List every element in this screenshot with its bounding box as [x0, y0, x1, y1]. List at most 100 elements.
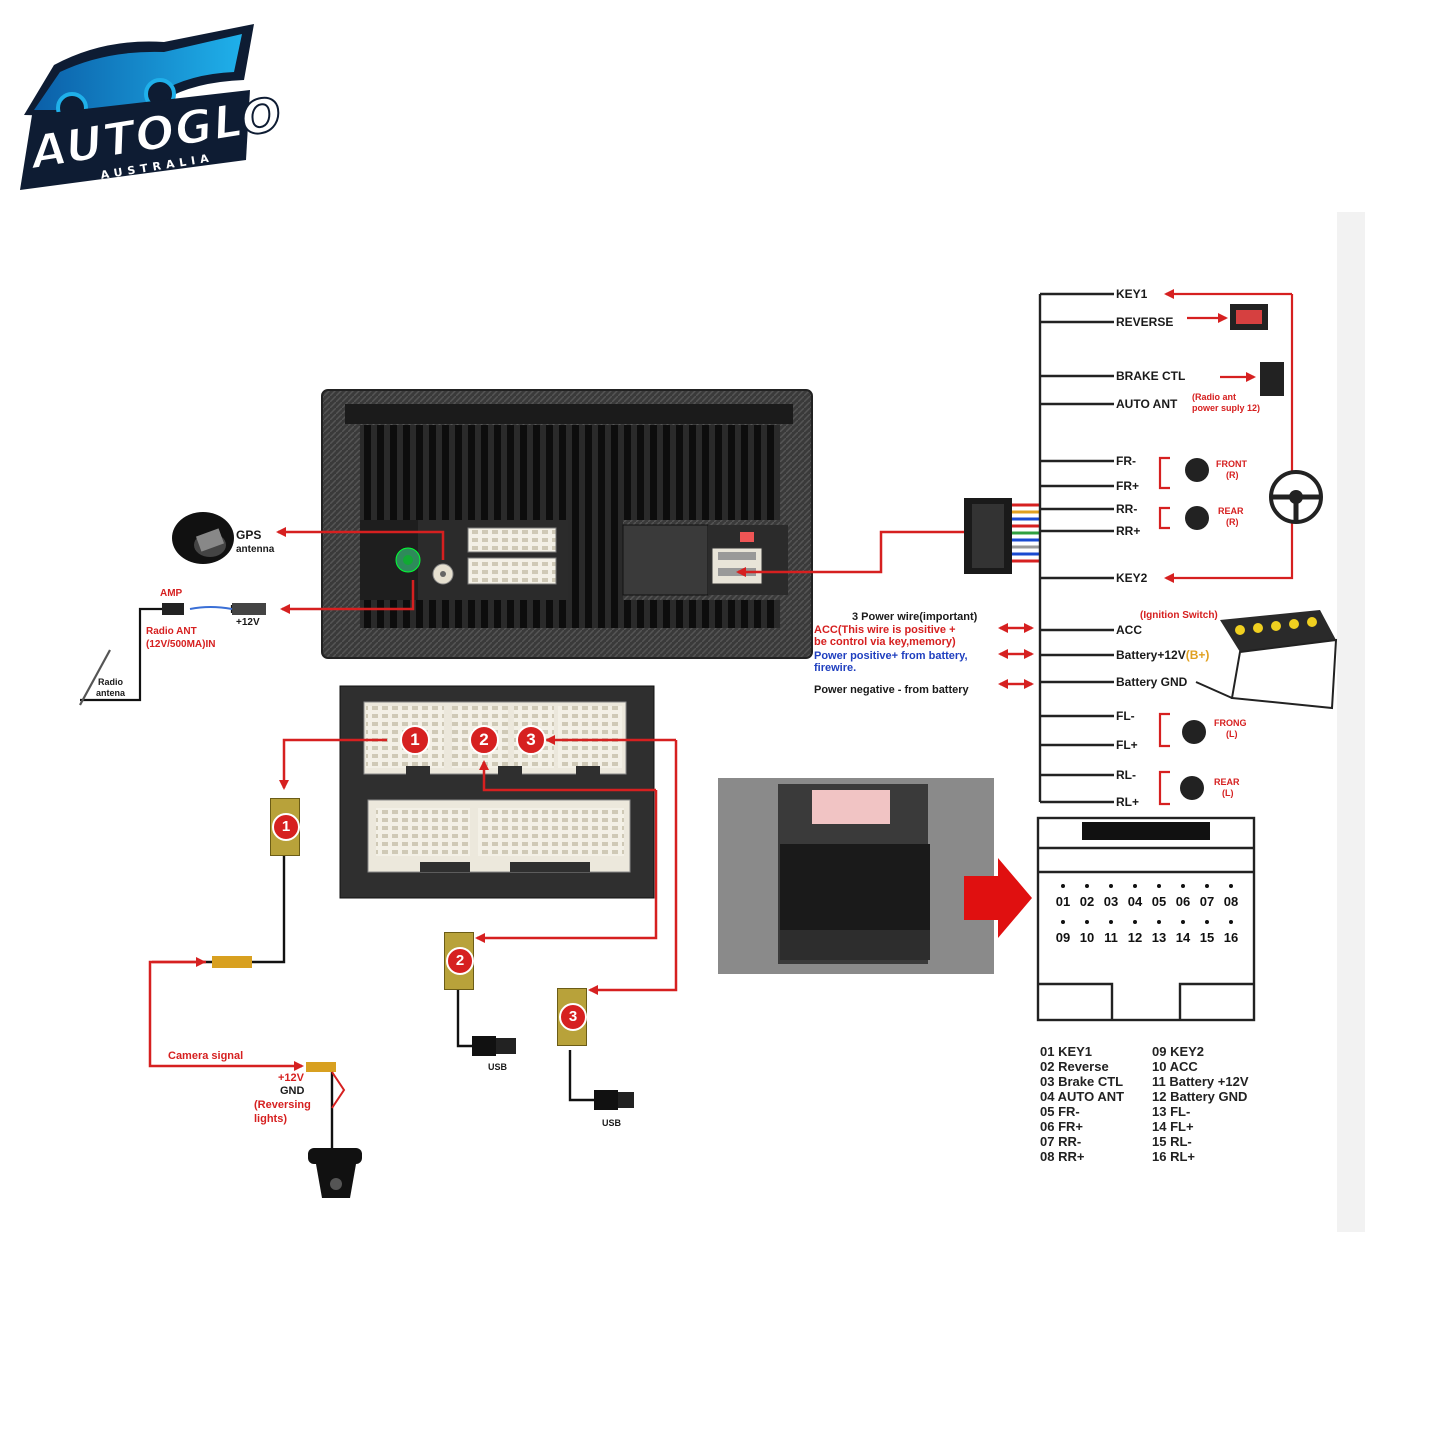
gps-sub-label: antenna [236, 544, 275, 555]
camera-signal-label: Camera signal [168, 1050, 244, 1062]
usb-label-a: USB [488, 1062, 508, 1072]
pin-dot [1157, 920, 1161, 924]
pin-number-bottom: 15 [1199, 930, 1215, 945]
radio-ant-label: Radio ANT [146, 626, 197, 637]
pin-dot [1109, 884, 1113, 888]
rca-plug [212, 956, 252, 968]
legend-right: 09 KEY2 10 ACC 11 Battery +12V 12 Batter… [1152, 1044, 1248, 1164]
radio-antenna-label-1: Radio [98, 677, 124, 687]
legend-item: 06 FR+ [1040, 1119, 1083, 1134]
accessory-arrows [148, 735, 678, 1071]
legend-item: 02 Reverse [1040, 1059, 1109, 1074]
pin-number-bottom: 11 [1104, 930, 1118, 945]
legend-item: 16 RL+ [1152, 1149, 1195, 1164]
pin-number-bottom: 10 [1079, 930, 1095, 945]
antenna-plug [232, 603, 266, 615]
pin-map-box [1036, 816, 1256, 1022]
pin-dot [1229, 884, 1233, 888]
label-auto-ant-note-2: power suply 12) [1192, 403, 1261, 413]
legend-item: 01 KEY1 [1040, 1044, 1093, 1059]
pin-dot [1085, 884, 1089, 888]
legend-left: 01 KEY1 02 Reverse 03 Brake CTL 04 AUTO … [1040, 1044, 1124, 1164]
wire-bus [1038, 292, 1114, 804]
gps-label: GPS [236, 528, 262, 542]
pin-dot [1109, 920, 1113, 924]
harness-arrows [998, 289, 1294, 806]
pin-dot [1133, 920, 1137, 924]
label-fl-plus: FL+ [1116, 738, 1138, 752]
power-acc-1: ACC(This wire is positive + [814, 624, 956, 636]
battery-icon [1195, 610, 1338, 710]
power-neg: Power negative - from battery [814, 684, 969, 696]
pin-number-top: 08 [1223, 894, 1239, 909]
usb-plug-icons [472, 1036, 634, 1110]
pin-number-bottom: 09 [1055, 930, 1071, 945]
tag-2: 2 [444, 932, 474, 990]
logo-car-graphic [20, 24, 254, 190]
camera-gnd-label: GND [280, 1085, 305, 1097]
power-pos-1: Power positive+ from battery, [814, 650, 968, 662]
usb-label-b: USB [602, 1118, 622, 1128]
pin-number-bottom: 14 [1175, 930, 1191, 945]
pin-number-bottom: 16 [1223, 930, 1239, 945]
usb-connector-block [339, 685, 655, 899]
connector-label-1: 1 [400, 725, 430, 755]
label-battery: Battery+12V(B+) [1116, 648, 1210, 662]
label-fr-plus: FR+ [1116, 479, 1140, 493]
label-ignition: (Ignition Switch) [1140, 610, 1218, 621]
arrow-right-icon [964, 858, 1032, 938]
tag-1: 1 [270, 798, 300, 856]
camera-rev-label-2: lights) [254, 1113, 287, 1125]
pin-number-bottom: 12 [1127, 930, 1143, 945]
speaker-icons [1180, 458, 1209, 800]
label-front-r-1: FRONT [1216, 459, 1247, 469]
legend-item: 03 Brake CTL [1040, 1074, 1124, 1089]
pin-number-top: 04 [1127, 894, 1143, 909]
legend-item: 15 RL- [1152, 1134, 1192, 1149]
amp-plug [162, 603, 184, 615]
legend-item: 09 KEY2 [1152, 1044, 1205, 1059]
label-front-r-2: (R) [1226, 470, 1239, 480]
pin-dot [1085, 920, 1089, 924]
label-reverse: REVERSE [1116, 315, 1174, 329]
label-fr-minus: FR- [1116, 454, 1136, 468]
pin-number-top: 05 [1151, 894, 1167, 909]
backup-camera-icon [308, 1148, 362, 1198]
legend-item: 08 RR+ [1040, 1149, 1085, 1164]
radio-antenna-label-2: antena [96, 688, 126, 698]
camera-12v-label: +12V [278, 1072, 304, 1084]
label-key2: KEY2 [1116, 571, 1148, 585]
harness-plug-photo [718, 778, 994, 974]
legend-item: 12 Battery GND [1152, 1089, 1248, 1104]
pin-dot [1181, 920, 1185, 924]
pin-dot [1181, 884, 1185, 888]
camera-rev-label-1: (Reversing [254, 1099, 311, 1111]
pin-dot [1133, 884, 1137, 888]
unit-arrows [276, 527, 964, 614]
connector-label-2: 2 [469, 725, 499, 755]
label-front-l-2: (L) [1226, 729, 1238, 739]
legend-item: 13 FL- [1152, 1104, 1191, 1119]
label-fl-minus: FL- [1116, 709, 1135, 723]
label-rear-r-1: REAR [1218, 506, 1244, 516]
legend-item: 10 ACC [1152, 1059, 1198, 1074]
pin-number-top: 01 [1055, 894, 1071, 909]
legend-item: 05 FR- [1040, 1104, 1080, 1119]
label-gnd: Battery GND [1116, 675, 1188, 689]
connector-label-3: 3 [516, 725, 546, 755]
pin-number-bottom: 13 [1151, 930, 1167, 945]
pin-dot [1205, 884, 1209, 888]
pin-dot [1061, 920, 1065, 924]
pin-dot [1061, 884, 1065, 888]
legend-item: 11 Battery +12V [1152, 1074, 1249, 1089]
label-key1: KEY1 [1116, 287, 1148, 301]
pin-dot [1157, 884, 1161, 888]
brake-icon [1260, 362, 1284, 396]
harness-connector [964, 498, 1040, 574]
label-rl-minus: RL- [1116, 768, 1136, 782]
label-rr-plus: RR+ [1116, 524, 1141, 538]
label-auto-ant: AUTO ANT [1116, 397, 1178, 411]
power-title: 3 Power wire(important) [852, 611, 978, 623]
amp-label: AMP [160, 588, 183, 599]
